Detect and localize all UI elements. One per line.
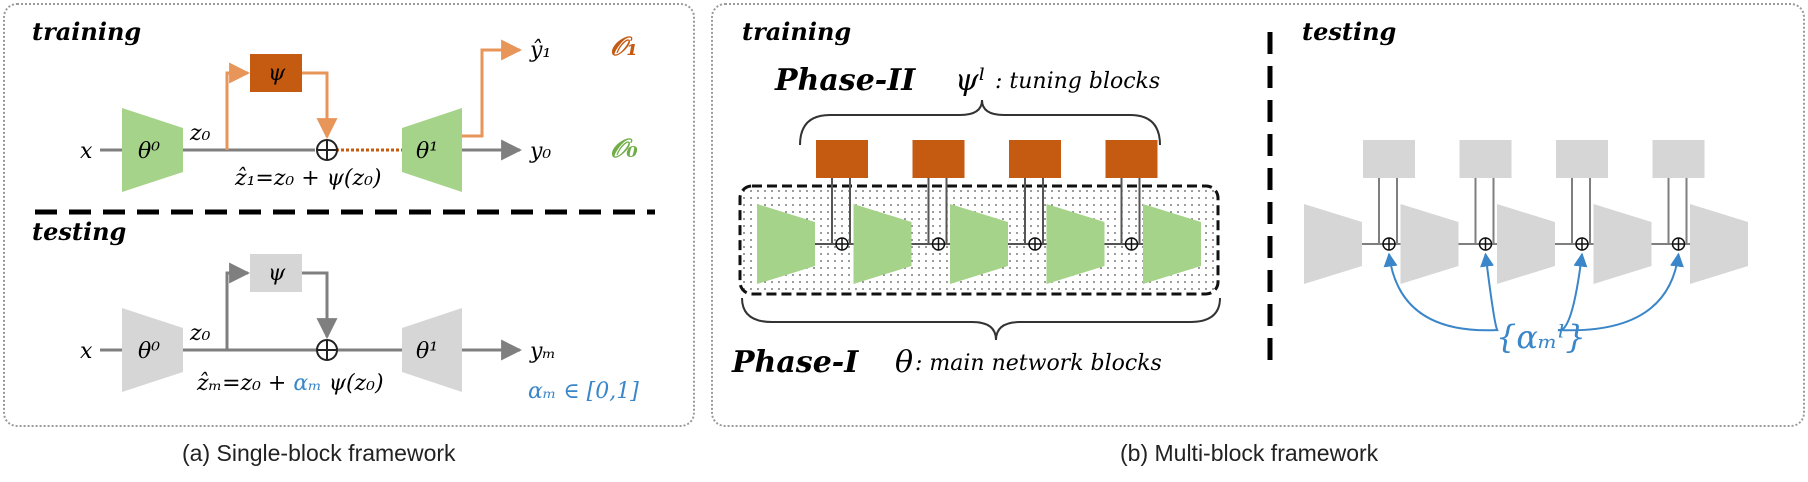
sum-node (1124, 237, 1139, 251)
y0-label: y₀ (529, 139, 551, 164)
alpha-arrow (1480, 252, 1499, 332)
z0-label: z₀ (189, 121, 211, 146)
eq-train: ẑ₁=z₀ + ψ(z₀) (234, 166, 382, 191)
caption-multi-block: (b) Multi-block framework (1120, 440, 1379, 466)
network-block (1497, 204, 1555, 284)
theta-label: θ (895, 345, 913, 380)
network-block (757, 204, 815, 284)
sum-node (1028, 237, 1042, 251)
test-input-x: x (80, 339, 93, 364)
single-block-panel (3, 3, 695, 427)
network-block (1304, 204, 1362, 284)
tuning-block (1363, 140, 1415, 178)
phase1-label: Phase-I (731, 345, 859, 380)
main-network-brace (741, 297, 1221, 341)
alpha-arrow (1557, 252, 1684, 332)
left-training-label: training (32, 17, 141, 46)
theta1-label: θ¹ (416, 139, 438, 164)
tuning-block (816, 140, 868, 178)
tuning-block (912, 140, 965, 178)
network-block (1593, 204, 1652, 284)
right-testing-label: testing (1302, 17, 1396, 46)
phase2-desc: : tuning blocks (995, 69, 1160, 94)
yhat-label: ŷ₁ (529, 38, 551, 63)
psi-to-sum (302, 71, 338, 140)
sum-node (1575, 237, 1589, 251)
psi-l-label: ψˡ (955, 63, 986, 98)
theta0-label: θ⁰ (138, 139, 160, 164)
network-block (1690, 204, 1748, 284)
sum-node (835, 237, 849, 251)
tuning-block (1009, 140, 1061, 178)
input-x: x (80, 139, 93, 164)
sum-node-train (316, 139, 338, 161)
network-block (1400, 204, 1459, 284)
training-blocks (757, 140, 1201, 284)
test-psi-block (250, 254, 302, 292)
psi-label: ψ (268, 61, 286, 86)
network-block (1143, 204, 1201, 284)
sum-node (1671, 237, 1686, 251)
eq-test: ẑₘ=z₀ + αₘ ψ(z₀) (196, 371, 384, 396)
ym-label: yₘ (529, 339, 556, 364)
test-theta0-label: θ⁰ (138, 339, 160, 364)
sum-node (931, 237, 946, 251)
alpha-set-label: {αₘˡ} (1496, 318, 1586, 356)
sum-node (1478, 237, 1493, 251)
multi-block-panel (711, 3, 1805, 427)
objective-o1: 𝒪₁ (610, 32, 638, 62)
caption-single-block: (a) Single-block framework (182, 440, 456, 466)
psi-block (250, 54, 302, 92)
objective-o0: 𝒪₀ (610, 134, 638, 164)
test-theta0-block (122, 308, 183, 392)
test-psi-to-sum (302, 271, 338, 340)
left-testing-label: testing (32, 217, 126, 246)
network-block (1046, 204, 1105, 284)
test-z0-label: z₀ (189, 321, 211, 346)
network-block (853, 204, 912, 284)
tuning-block (1556, 140, 1608, 178)
test-psi-label: ψ (268, 261, 286, 286)
phase2-label: Phase-II (774, 63, 916, 98)
theta1-block (402, 108, 462, 192)
tuning-block (1459, 140, 1512, 178)
sum-node-test (316, 339, 338, 361)
tuning-block (1652, 140, 1705, 178)
alpha-arrow (1383, 252, 1499, 332)
alpha-range: αₘ ∈ [0,1] (528, 379, 639, 404)
test-branch-to-psi (225, 262, 251, 350)
output-arrow-yhat (462, 39, 523, 138)
right-training-label: training (742, 17, 851, 46)
tuning-brace (799, 99, 1161, 146)
testing-blocks (1304, 140, 1748, 332)
test-theta1-label: θ¹ (416, 339, 438, 364)
theta0-block (122, 108, 183, 192)
sum-node (1382, 237, 1396, 251)
branch-to-psi (225, 62, 251, 150)
tuning-block (1105, 140, 1158, 178)
network-block (950, 204, 1008, 284)
test-theta1-block (402, 308, 462, 392)
phase1-desc: : main network blocks (915, 351, 1162, 376)
